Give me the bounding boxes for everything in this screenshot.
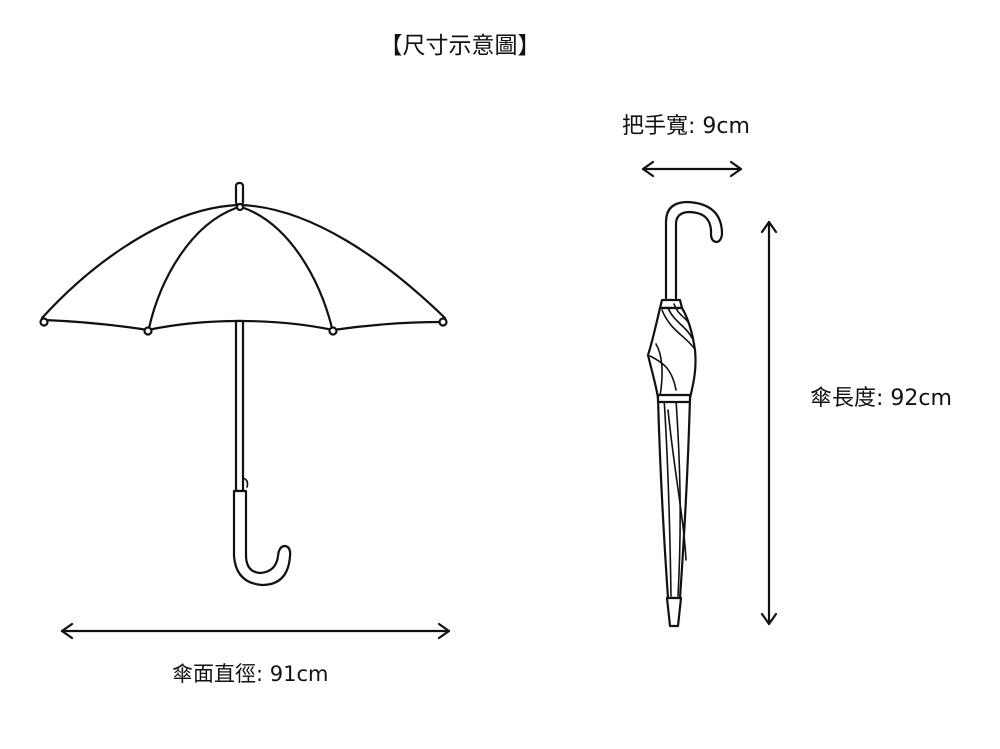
canopy-diameter-label: 傘面直徑: 91cm <box>172 662 329 686</box>
closed-umbrella-fold <box>649 355 677 391</box>
canopy-diameter-arrow <box>60 622 451 640</box>
closed-umbrella-fold <box>667 307 693 339</box>
handle-width-arrow <box>641 160 743 178</box>
umbrella-runner-latch <box>242 477 249 488</box>
umbrella-shaft <box>234 319 245 493</box>
umbrella-finial <box>234 181 245 207</box>
closed-umbrella-fold <box>655 343 663 397</box>
umbrella-rib-tip <box>328 326 338 336</box>
closed-umbrella-tip <box>665 596 683 628</box>
umbrella-rib-right <box>242 206 334 330</box>
closed-umbrella-body <box>646 306 697 600</box>
closed-umbrella-fold <box>673 303 691 327</box>
closed-umbrella-strap <box>656 393 692 404</box>
closed-umbrella-top-collar <box>658 298 684 310</box>
umbrella-length-arrow <box>760 220 778 626</box>
umbrella-rib-tip <box>143 326 153 336</box>
closed-umbrella-fold <box>663 397 672 597</box>
closed-umbrella-illustration <box>646 200 724 628</box>
umbrella-top-notch <box>235 202 245 212</box>
umbrella-canopy-outline <box>40 203 447 320</box>
umbrella-rib-tip <box>438 317 448 327</box>
closed-umbrella-fold <box>661 309 695 349</box>
closed-umbrella-handle <box>664 200 724 300</box>
umbrella-rib-left <box>147 206 238 330</box>
closed-umbrella-fold <box>667 409 687 561</box>
handle-width-label: 把手寬: 9cm <box>622 114 750 139</box>
open-umbrella-illustration <box>39 181 448 587</box>
umbrella-rib-tip <box>39 317 49 327</box>
umbrella-handle <box>232 489 292 587</box>
diagram-title: 【尺寸示意圖】 <box>379 33 541 59</box>
umbrella-length-label: 傘長度: 92cm <box>810 386 952 411</box>
closed-umbrella-fold <box>675 399 681 597</box>
